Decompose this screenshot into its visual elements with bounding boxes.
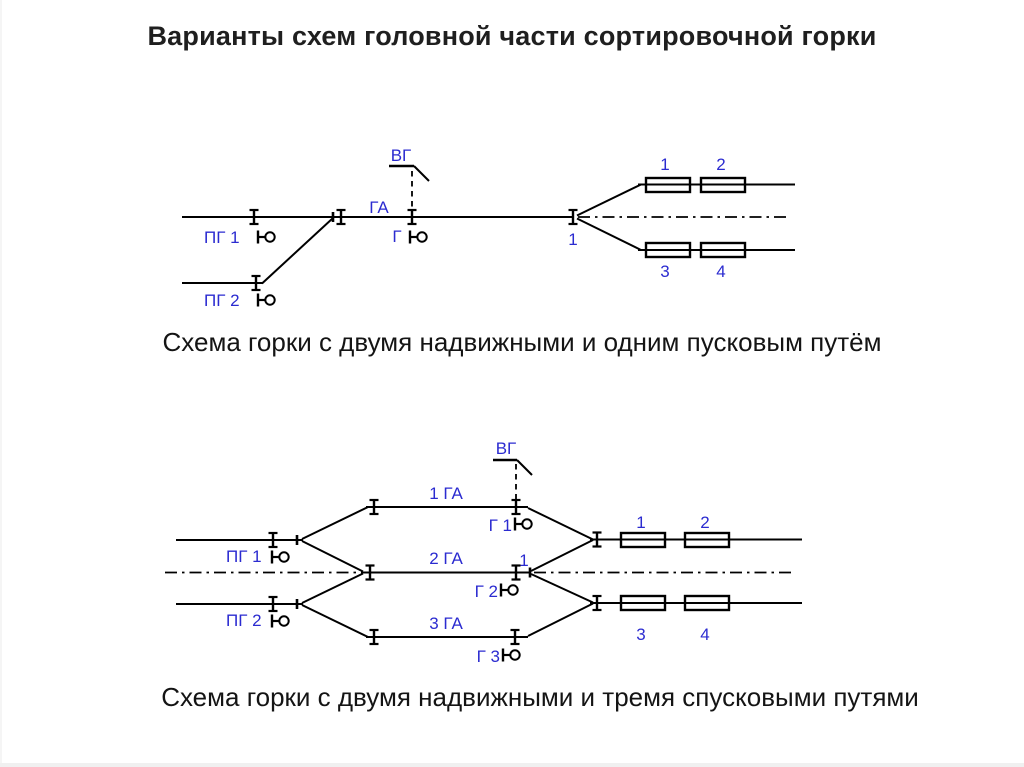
retarder-1 bbox=[644, 176, 692, 194]
vg-signal-stroke bbox=[413, 165, 430, 182]
fan-diagonal-up bbox=[576, 183, 642, 217]
label-track-1: 1 bbox=[636, 513, 645, 532]
label-track-3: 3 bbox=[660, 262, 669, 281]
signal-g-icon bbox=[408, 229, 428, 245]
page-title: Варианты схем головной части сортировочн… bbox=[147, 21, 877, 51]
label-ga: ГА bbox=[369, 198, 389, 217]
retarder-1 bbox=[619, 531, 667, 549]
retarder-4 bbox=[699, 241, 747, 259]
retarder-3 bbox=[644, 241, 692, 259]
signal-g1-icon bbox=[513, 516, 533, 532]
signal-g3-icon bbox=[501, 647, 521, 663]
label-pg2: ПГ 2 bbox=[204, 291, 240, 310]
label-track-3: 3 bbox=[636, 625, 645, 644]
diag-pg1-to-ga1 bbox=[301, 506, 369, 540]
label-g1: Г 1 bbox=[489, 516, 512, 535]
label-pg1: ПГ 1 bbox=[226, 547, 262, 566]
label-ga1: 1 ГА bbox=[429, 484, 463, 503]
caption-diagram-bottom: Схема горки с двумя надвижными и тремя с… bbox=[161, 682, 919, 712]
label-track-2: 2 bbox=[700, 513, 709, 532]
slide-edge-left bbox=[0, 0, 2, 767]
signal-g2-icon bbox=[499, 582, 519, 598]
diag-ga1-to-upper bbox=[527, 507, 594, 541]
label-ga2: 2 ГА bbox=[429, 549, 463, 568]
hump-diagram-top: ВГ ГА Г ПГ 1 ПГ 2 1 1 2 3 4 bbox=[182, 146, 795, 310]
signal-pg2-icon bbox=[270, 613, 290, 629]
label-junction-1: 1 bbox=[568, 230, 577, 249]
label-pg1: ПГ 1 bbox=[204, 228, 240, 247]
diag-ga2-to-lower bbox=[530, 573, 594, 604]
signal-pg1-icon bbox=[256, 229, 276, 245]
label-vg: ВГ bbox=[496, 439, 517, 458]
turnout-diagonal bbox=[261, 217, 334, 285]
label-track-4: 4 bbox=[700, 625, 709, 644]
fan-diagonal-down bbox=[576, 217, 642, 251]
diag-ga3-to-lower bbox=[527, 602, 594, 637]
label-g2: Г 2 bbox=[475, 582, 498, 601]
signal-pg2-icon bbox=[256, 292, 276, 308]
label-ga3: 3 ГА bbox=[429, 614, 463, 633]
diag-pg2-to-ga3 bbox=[301, 604, 369, 638]
retarder-2 bbox=[683, 531, 731, 549]
label-vg: ВГ bbox=[391, 146, 412, 165]
vg-signal-stroke bbox=[516, 459, 533, 476]
diag-ga2-to-upper bbox=[530, 539, 594, 572]
label-g: Г bbox=[392, 227, 401, 246]
diag-pg1-to-ga2 bbox=[301, 540, 364, 573]
retarder-4 bbox=[683, 594, 731, 612]
caption-diagram-top: Схема горки с двумя надвижными и одним п… bbox=[162, 327, 882, 357]
retarder-2 bbox=[699, 176, 747, 194]
slide-edge-bottom bbox=[0, 763, 1024, 767]
diag-pg2-to-ga2 bbox=[301, 572, 364, 604]
retarder-3 bbox=[619, 594, 667, 612]
label-track-4: 4 bbox=[716, 262, 725, 281]
label-pg2: ПГ 2 bbox=[226, 611, 262, 630]
signal-pg1-icon bbox=[270, 549, 290, 565]
label-track-1: 1 bbox=[660, 155, 669, 174]
label-track-2: 2 bbox=[716, 155, 725, 174]
hump-diagram-bottom: ВГ 1 ГА 2 ГА 3 ГА ПГ 1 ПГ 2 Г 1 Г 2 Г 3 … bbox=[165, 439, 802, 666]
label-junction-1: 1 bbox=[519, 551, 528, 570]
label-g3: Г 3 bbox=[477, 647, 500, 666]
